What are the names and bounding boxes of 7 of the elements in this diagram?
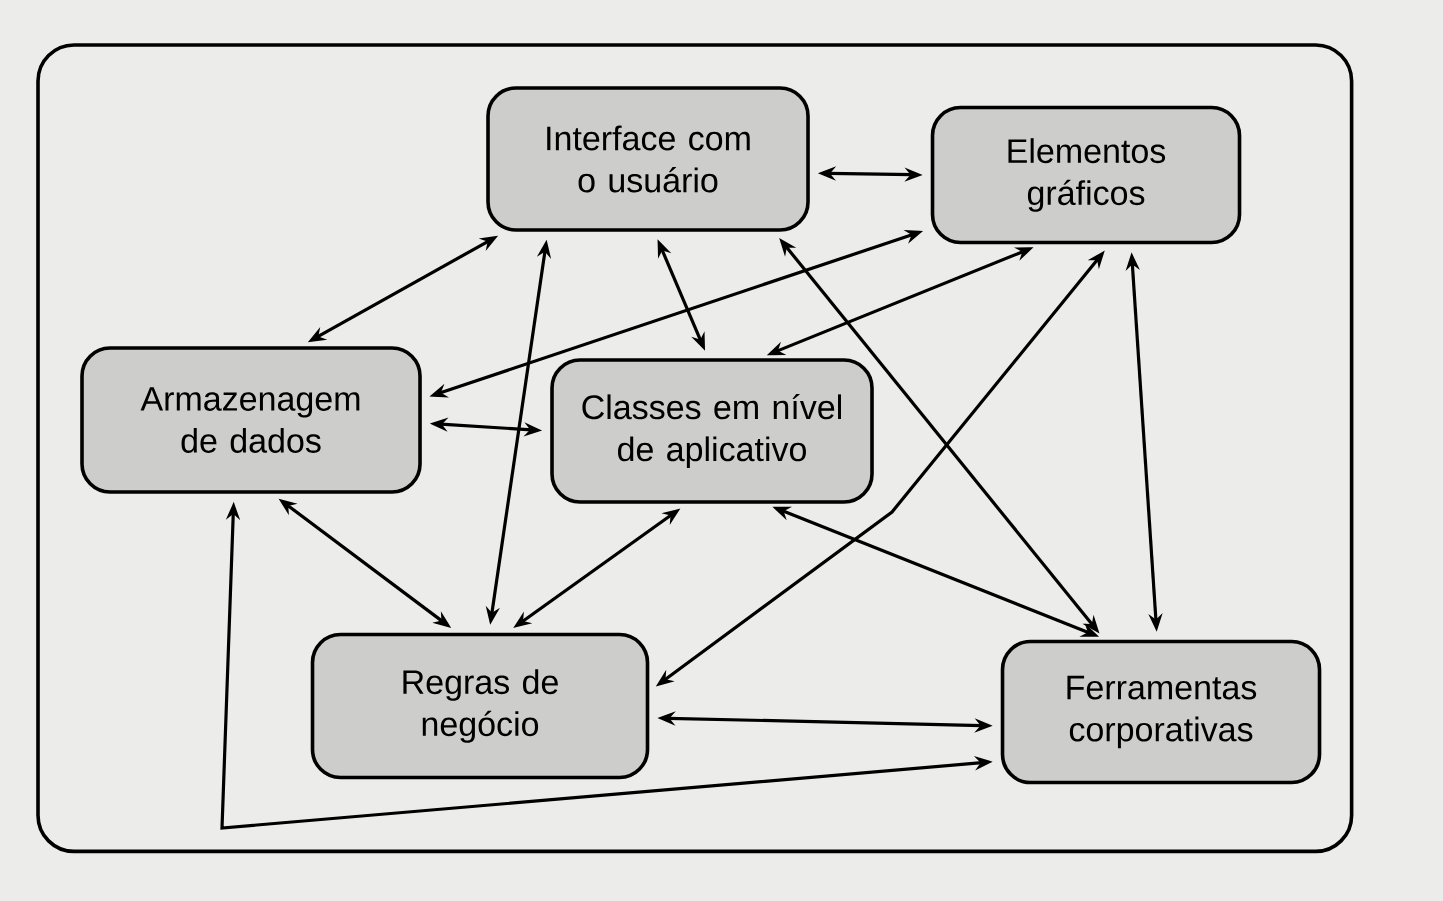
rounded-box: Regras de negócio: [310, 632, 650, 780]
rounded-box: Classes em nível de aplicativo: [550, 358, 874, 504]
rounded-box: Armazenagem de dados: [80, 346, 422, 494]
rounded-box: Interface com o usuário: [486, 86, 810, 232]
frame-box: [36, 43, 1354, 854]
rounded-box: Ferramentas corporativas: [1000, 639, 1322, 785]
rounded-box: Elementos gráficos: [930, 105, 1242, 245]
